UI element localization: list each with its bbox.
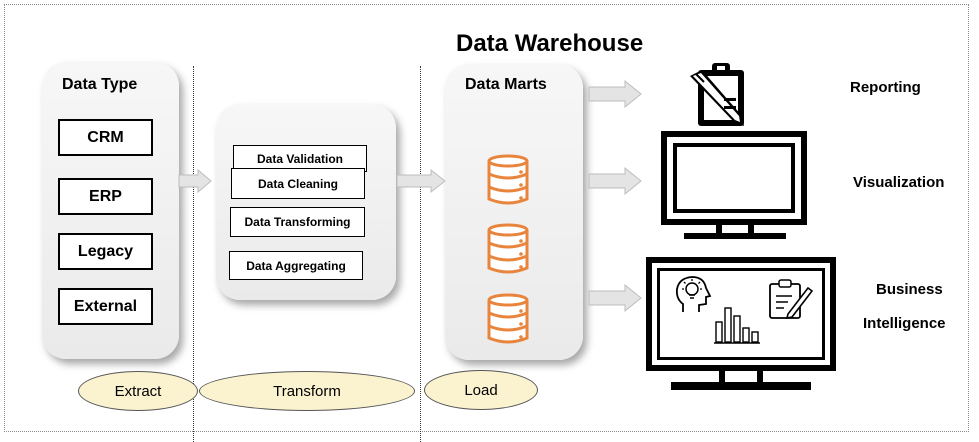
data-marts-title: Data Marts bbox=[465, 76, 547, 93]
clipboard-pencil-icon bbox=[690, 63, 744, 126]
divider-transform-load bbox=[420, 66, 421, 442]
right-arrow-icon bbox=[588, 283, 642, 313]
data-type-erp: ERP bbox=[58, 178, 153, 215]
database-icon bbox=[487, 293, 529, 344]
right-arrow-icon bbox=[588, 166, 642, 196]
output-reporting-label: Reporting bbox=[850, 79, 921, 96]
data-type-legacy: Legacy bbox=[58, 233, 153, 270]
output-bi-label-line2: Intelligence bbox=[863, 315, 946, 332]
data-type-external: External bbox=[58, 288, 153, 325]
data-type-crm: CRM bbox=[58, 119, 153, 156]
monitor-icon bbox=[661, 131, 807, 239]
database-icon bbox=[487, 154, 529, 205]
data-type-title: Data Type bbox=[62, 76, 138, 93]
step-data-cleaning: Data Cleaning bbox=[231, 168, 365, 199]
clipboard-pencil-icon bbox=[769, 279, 814, 320]
diagram-title: Data Warehouse bbox=[456, 30, 644, 57]
bar-chart-icon bbox=[714, 307, 760, 344]
diagram-frame bbox=[4, 4, 969, 432]
stage-extract: Extract bbox=[78, 371, 198, 411]
stage-load: Load bbox=[424, 370, 538, 410]
right-arrow-icon bbox=[396, 168, 446, 194]
step-data-aggregating: Data Aggregating bbox=[229, 251, 363, 280]
database-icon bbox=[487, 223, 529, 274]
output-bi-label-line1: Business bbox=[876, 281, 943, 298]
step-data-validation: Data Validation bbox=[233, 145, 367, 172]
right-arrow-icon bbox=[178, 168, 212, 194]
head-lightbulb-icon bbox=[675, 276, 712, 312]
stage-transform: Transform bbox=[199, 371, 415, 411]
divider-extract-transform bbox=[193, 66, 194, 442]
output-visualization-label: Visualization bbox=[853, 174, 945, 191]
right-arrow-icon bbox=[588, 79, 642, 109]
step-data-transforming: Data Transforming bbox=[230, 207, 365, 237]
